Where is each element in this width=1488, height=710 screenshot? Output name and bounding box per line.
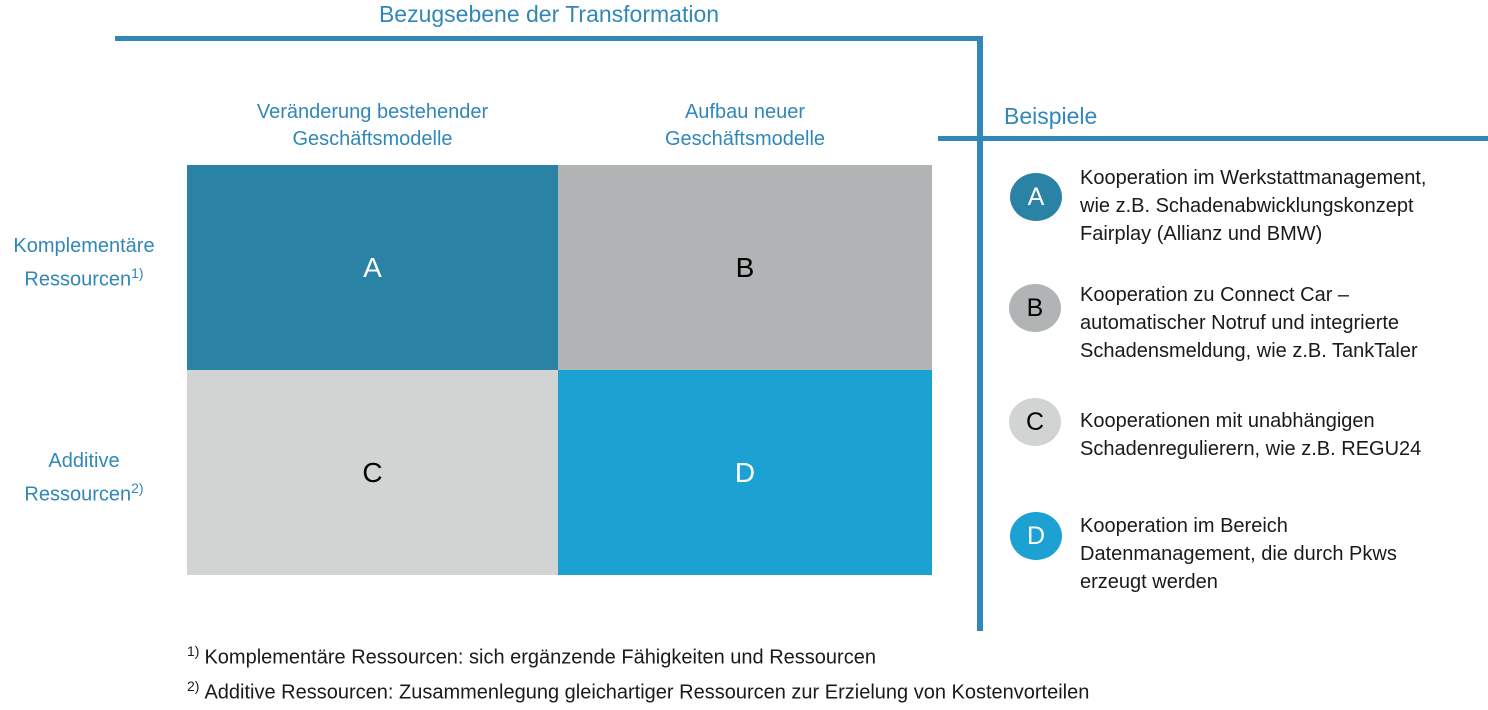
footnote-1: 1)Komplementäre Ressourcen: sich ergänze… (187, 643, 876, 670)
example-badge-d: D (1010, 512, 1062, 560)
column-header-veraenderung: Veränderung bestehender Geschäftsmodelle (256, 101, 489, 150)
quadrant-b: B (558, 165, 932, 370)
row-label-line1: Komplementäre (13, 235, 155, 257)
footnote-1-marker: 1) (187, 643, 200, 659)
example-badge-d-label: D (1026, 521, 1046, 550)
example-badge-c-label: C (1025, 407, 1045, 436)
example-badge-b: B (1009, 284, 1061, 332)
row-label-additive: Additive Ressourcen2) (0, 448, 168, 509)
footnote-2: 2)Additive Ressourcen: Zusammenlegung gl… (187, 678, 1089, 705)
footnote-marker-1: 1) (131, 265, 144, 281)
quadrant-c: C (187, 370, 558, 575)
bracket-horizontal-line (115, 36, 982, 41)
examples-heading: Beispiele (1004, 103, 1098, 129)
example-badge-a-label: A (1027, 182, 1045, 211)
row-label-komplementaere: Komplementäre Ressourcen1) (0, 233, 168, 294)
quadrant-b-label: B (735, 251, 755, 283)
footnote-1-text: Komplementäre Ressourcen: sich ergänzend… (204, 646, 876, 669)
example-text-b: Kooperation zu Connect Car – automatisch… (1080, 284, 1418, 362)
examples-heading-rule (938, 136, 1488, 141)
example-badge-a: A (1010, 173, 1062, 221)
quadrant-d: D (558, 370, 932, 575)
quadrant-d-label: D (734, 456, 756, 488)
example-text-d: Kooperation im Bereich Datenmanagement, … (1080, 515, 1397, 593)
example-text-a: Kooperation im Werkstattmanagement, wie … (1080, 167, 1427, 245)
row-label-line2: Ressourcen2) (24, 480, 144, 506)
bracket-vertical-line (977, 36, 983, 631)
example-badge-b-label: B (1026, 293, 1044, 322)
column-header-aufbau: Aufbau neuer Geschäftsmodelle (664, 101, 826, 150)
footnote-2-text: Additive Ressourcen: Zusammenlegung glei… (204, 681, 1090, 704)
page-title: Bezugsebene der Transformation (378, 1, 720, 27)
footnote-marker-2: 2) (131, 480, 144, 496)
quadrant-a: A (187, 165, 558, 370)
example-text-c: Kooperationen mit unabhängigen Schadenre… (1080, 410, 1422, 460)
row-label-line1: Additive (48, 450, 120, 472)
quadrant-c-label: C (362, 456, 383, 488)
example-badge-c: C (1009, 398, 1061, 446)
footnote-2-marker: 2) (187, 678, 200, 694)
quadrant-a-label: A (363, 251, 382, 283)
row-label-line2: Ressourcen1) (24, 265, 144, 291)
